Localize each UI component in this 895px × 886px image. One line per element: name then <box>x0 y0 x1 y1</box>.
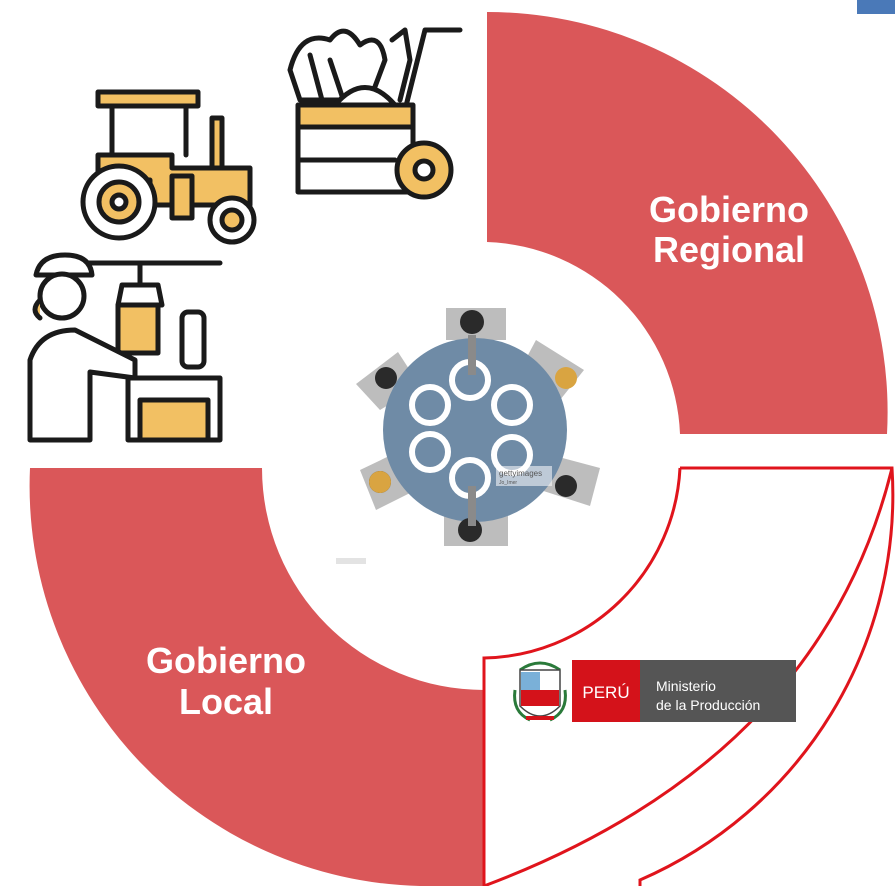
ministerio-logo: PERÚ Ministerio de la Producción <box>513 660 796 722</box>
small-caption-mark <box>336 558 366 564</box>
label-regional-line1: Gobierno <box>649 189 809 230</box>
meeting-table-icon: gettyimages Jo_Imer <box>356 308 600 546</box>
peru-coat-of-arms-icon <box>513 661 567 722</box>
label-local-line1: Gobierno <box>146 640 306 681</box>
logo-ministry-line1: Ministerio <box>656 678 716 694</box>
label-local-line2: Local <box>179 681 273 722</box>
label-regional-line2: Regional <box>653 229 805 270</box>
logo-ministry-line2: de la Producción <box>656 697 760 713</box>
tractor-icon <box>80 89 257 245</box>
logo-country: PERÚ <box>582 683 629 702</box>
corner-tab <box>857 0 895 14</box>
quadrant-outline-ministerio <box>482 466 895 886</box>
quadrant-gobierno-local <box>29 468 484 886</box>
factory-worker-icon <box>27 252 223 443</box>
quadrant-gobierno-regional <box>487 11 888 434</box>
vegetable-cart-icon <box>287 27 463 200</box>
watermark-credit: Jo_Imer <box>499 480 517 486</box>
watermark-source: gettyimages <box>499 469 542 478</box>
